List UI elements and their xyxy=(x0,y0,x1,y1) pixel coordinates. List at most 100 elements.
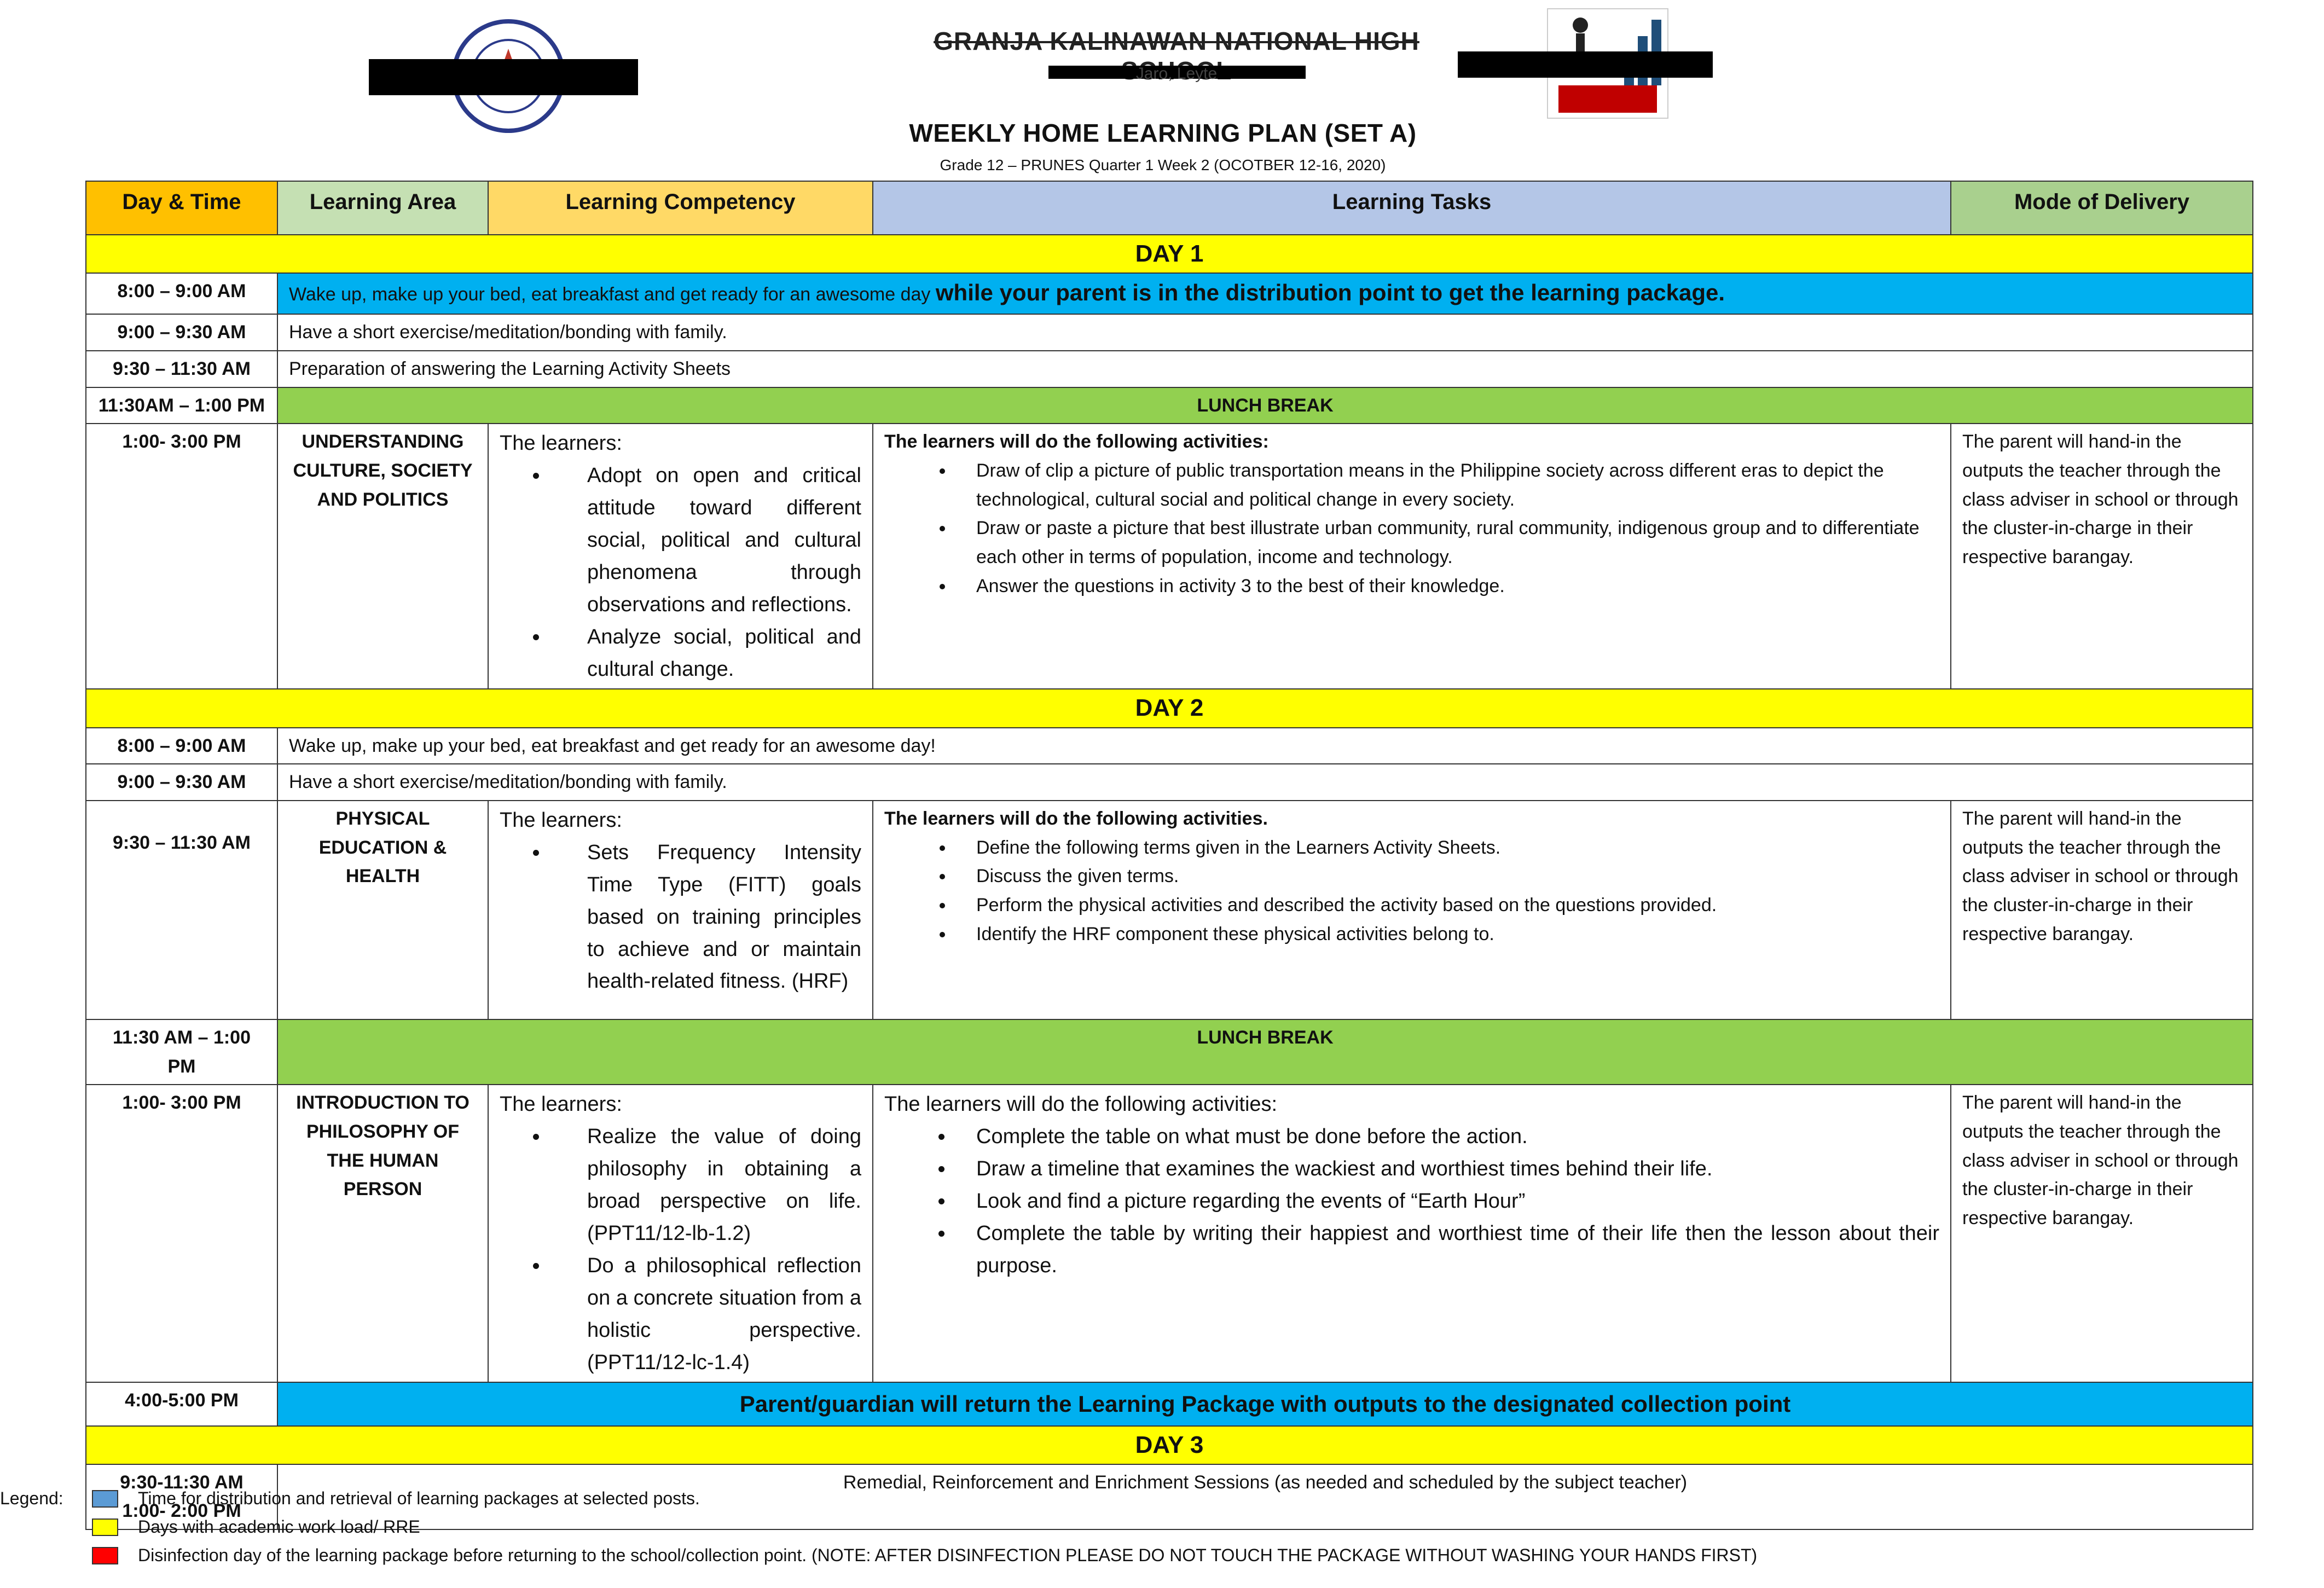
list-item: Complete the table by writing their happ… xyxy=(954,1218,1939,1282)
list-item: Answer the questions in activity 3 to th… xyxy=(954,572,1939,601)
day2-row-wakeup: 8:00 – 9:00 AM Wake up, make up your bed… xyxy=(85,727,2253,765)
list-item: Draw a timeline that examines the wackie… xyxy=(954,1153,1939,1185)
redaction-bar-left xyxy=(369,59,638,95)
list-item: Draw of clip a picture of public transpo… xyxy=(954,456,1939,514)
competency-cell: The learners: Realize the value of doing… xyxy=(488,1084,873,1383)
day3-band: DAY 3 xyxy=(85,1425,2253,1465)
legend-text: Time for distribution and retrieval of l… xyxy=(138,1488,700,1508)
time-cell: 8:00 – 9:00 AM xyxy=(85,273,278,315)
legend-swatch-red xyxy=(92,1546,118,1564)
legend-text: Disinfection day of the learning package… xyxy=(138,1545,1758,1565)
competency-intro: The learners: xyxy=(500,809,622,832)
day2-row-philosophy: 1:00- 3:00 PM INTRODUCTION TO PHILOSOPHY… xyxy=(85,1084,2253,1383)
school-town: Jaro, Leyte xyxy=(1135,65,1218,83)
wakeup-text: Wake up, make up your bed, eat breakfast… xyxy=(289,284,936,305)
day2-row-pe: 9:30 – 11:30 AM PHYSICAL EDUCATION & HEA… xyxy=(85,800,2253,1021)
day2-band: DAY 2 xyxy=(85,688,2253,728)
tasks-cell: The learners will do the following activ… xyxy=(872,423,1951,690)
legend-item-distribution: Time for distribution and retrieval of l… xyxy=(92,1488,700,1509)
time-morning: 9:30-11:30 AM xyxy=(120,1471,244,1493)
lunch-break-cell: LUNCH BREAK xyxy=(277,1019,2253,1086)
day2-row-exercise: 9:00 – 9:30 AM Have a short exercise/med… xyxy=(85,763,2253,802)
time-cell: 1:00- 3:00 PM xyxy=(85,1084,278,1383)
tasks-intro: The learners will do the following activ… xyxy=(884,808,1268,830)
time-cell: 11:30 AM – 1:00 PM xyxy=(85,1019,278,1086)
tasks-list: Draw of clip a picture of public transpo… xyxy=(884,456,1939,600)
col-header-mode-of-delivery: Mode of Delivery xyxy=(1950,181,2253,235)
day1-row-ucsp: 1:00- 3:00 PM UNDERSTANDING CULTURE, SOC… xyxy=(85,423,2253,690)
tasks-intro: The learners will do the following activ… xyxy=(884,1093,1278,1116)
tasks-intro: The learners will do the following activ… xyxy=(884,431,1269,453)
redaction-bar-right xyxy=(1458,51,1713,78)
col-header-learning-competency: Learning Competency xyxy=(488,181,873,235)
time-cell: 1:00- 3:00 PM xyxy=(85,423,278,690)
tasks-list: Define the following terms given in the … xyxy=(884,833,1939,949)
list-item: Complete the table on what must be done … xyxy=(954,1121,1939,1153)
day3-label: DAY 3 xyxy=(85,1425,2253,1465)
page-subtitle: Grade 12 – PRUNES Quarter 1 Week 2 (OCOT… xyxy=(940,157,1386,173)
time-cell: 9:30 – 11:30 AM xyxy=(85,800,278,1021)
legend-item-disinfection: Disinfection day of the learning package… xyxy=(92,1545,1757,1566)
list-item: Perform the physical activities and desc… xyxy=(954,891,1939,920)
time-cell: 4:00-5:00 PM xyxy=(85,1382,278,1427)
tasks-list: Complete the table on what must be done … xyxy=(884,1121,1939,1282)
day1-row-exercise: 9:00 – 9:30 AM Have a short exercise/med… xyxy=(85,314,2253,351)
header-row: Day & Time Learning Area Learning Compet… xyxy=(85,181,2253,235)
day1-band: DAY 1 xyxy=(85,234,2253,274)
list-item: Do a philosophical reflection on a concr… xyxy=(549,1250,861,1379)
task-cell: Wake up, make up your bed, eat breakfast… xyxy=(277,273,2253,315)
remedial-cell: Remedial, Reinforcement and Enrichment S… xyxy=(277,1463,2253,1531)
day2-label: DAY 2 xyxy=(85,688,2253,728)
day1-label: DAY 1 xyxy=(85,234,2253,274)
learning-area-cell: INTRODUCTION TO PHILOSOPHY OF THE HUMAN … xyxy=(277,1084,489,1383)
learning-area-cell: PHYSICAL EDUCATION & HEALTH xyxy=(277,800,489,1021)
time-cell: 9:30 – 11:30 AM xyxy=(85,350,278,388)
time-cell: 9:00 – 9:30 AM xyxy=(85,314,278,351)
day2-row-return: 4:00-5:00 PM Parent/guardian will return… xyxy=(85,1382,2253,1427)
task-cell: Preparation of answering the Learning Ac… xyxy=(277,350,2253,388)
learning-plan-table: Day & Time Learning Area Learning Compet… xyxy=(85,181,2253,1531)
time-cell: 9:00 – 9:30 AM xyxy=(85,763,278,802)
list-item: Analyze social, political and cultural c… xyxy=(549,621,861,686)
mode-cell: The parent will hand-in the outputs the … xyxy=(1950,1084,2253,1383)
competency-list: Realize the value of doing philosophy in… xyxy=(500,1121,861,1378)
wakeup-text-emphasis: while your parent is in the distribution… xyxy=(935,280,1725,306)
page-title: WEEKLY HOME LEARNING PLAN (SET A) xyxy=(909,119,1417,147)
competency-intro: The learners: xyxy=(500,1093,622,1116)
day3-row-remedial: 9:30-11:30 AM 1:00- 2:00 PM Remedial, Re… xyxy=(85,1463,2253,1531)
legend-label: Legend: xyxy=(0,1488,63,1508)
competency-cell: The learners: Sets Frequency Intensity T… xyxy=(488,800,873,1021)
time-afternoon: 1:00- 2:00 PM xyxy=(122,1500,241,1522)
competency-intro: The learners: xyxy=(500,432,622,455)
task-cell: Wake up, make up your bed, eat breakfast… xyxy=(277,727,2253,765)
mode-cell: The parent will hand-in the outputs the … xyxy=(1950,423,2253,690)
lunch-break-cell: LUNCH BREAK xyxy=(277,386,2253,425)
learning-area-cell: UNDERSTANDING CULTURE, SOCIETY AND POLIT… xyxy=(277,423,489,690)
competency-cell: The learners: Adopt on open and critical… xyxy=(488,423,873,690)
day1-row-wakeup: 8:00 – 9:00 AM Wake up, make up your bed… xyxy=(85,273,2253,315)
legend-swatch-yellow xyxy=(92,1518,118,1536)
day1-row-lunch: 11:30AM – 1:00 PM LUNCH BREAK xyxy=(85,386,2253,425)
list-item: Define the following terms given in the … xyxy=(954,833,1939,862)
legend-item-academic: Days with academic work load/ RRE xyxy=(92,1517,420,1537)
tasks-cell: The learners will do the following activ… xyxy=(872,800,1951,1021)
list-item: Realize the value of doing philosophy in… xyxy=(549,1121,861,1250)
list-item: Draw or paste a picture that best illust… xyxy=(954,514,1939,571)
list-item: Discuss the given terms. xyxy=(954,862,1939,891)
list-item: Look and find a picture regarding the ev… xyxy=(954,1185,1939,1218)
mode-cell: The parent will hand-in the outputs the … xyxy=(1950,800,2253,1021)
task-cell: Have a short exercise/meditation/bonding… xyxy=(277,763,2253,802)
day1-row-preparation: 9:30 – 11:30 AM Preparation of answering… xyxy=(85,350,2253,388)
time-cell: 8:00 – 9:00 AM xyxy=(85,727,278,765)
list-item: Adopt on open and critical attitude towa… xyxy=(549,460,861,621)
competency-list: Adopt on open and critical attitude towa… xyxy=(500,460,861,685)
col-header-learning-tasks: Learning Tasks xyxy=(872,181,1951,235)
time-cell: 11:30AM – 1:00 PM xyxy=(85,386,278,425)
legend-text: Days with academic work load/ RRE xyxy=(138,1517,420,1537)
competency-list: Sets Frequency Intensity Time Type (FITT… xyxy=(500,837,861,998)
redaction-bar-center xyxy=(1048,66,1306,79)
list-item: Sets Frequency Intensity Time Type (FITT… xyxy=(549,837,861,998)
col-header-learning-area: Learning Area xyxy=(277,181,489,235)
col-header-day-time: Day & Time xyxy=(85,181,278,235)
legend-swatch-blue xyxy=(92,1490,118,1508)
